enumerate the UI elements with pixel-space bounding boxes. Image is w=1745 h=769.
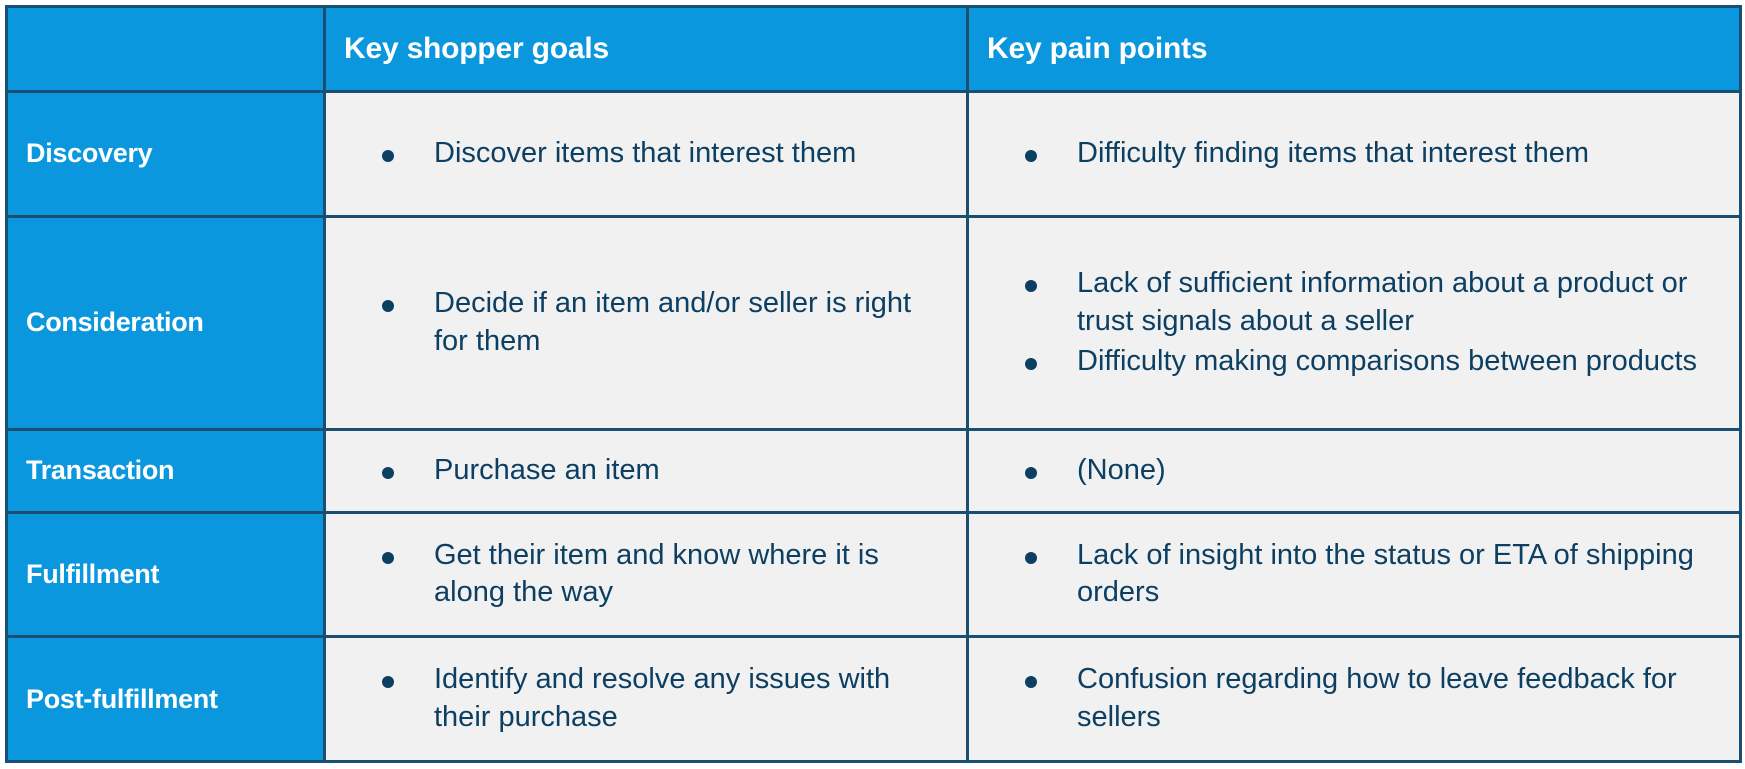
stage-cell-discovery: Discovery	[5, 89, 326, 218]
list-item-text: Get their item and know where it is alon…	[434, 538, 879, 609]
table-header-row: Key shopper goals Key pain points	[5, 5, 1742, 93]
table-row: Transaction Purchase an item (None)	[5, 427, 1742, 514]
goals-list: Discover items that interest them	[326, 135, 966, 173]
bullet-icon	[1025, 466, 1037, 479]
pains-cell-fulfillment: Lack of insight into the status or ETA o…	[966, 510, 1742, 639]
list-item-text: Decide if an item and/or seller is right…	[434, 287, 912, 357]
list-item: Difficulty making comparisons between pr…	[1015, 343, 1725, 381]
table-row: Post-fulfillment Identify and resolve an…	[5, 635, 1742, 763]
list-item-text: Lack of sufficient information about a p…	[1077, 267, 1688, 337]
list-item: Get their item and know where it is alon…	[372, 537, 952, 612]
stage-cell-consideration: Consideration	[5, 214, 326, 431]
goals-cell-discovery: Discover items that interest them	[323, 89, 969, 218]
pains-cell-transaction: (None)	[966, 427, 1742, 514]
header-cell-blank	[5, 5, 326, 93]
bullet-icon	[1025, 150, 1037, 162]
stage-label: Fulfillment	[26, 558, 160, 589]
goals-list: Get their item and know where it is alon…	[326, 537, 966, 612]
pains-cell-consideration: Lack of sufficient information about a p…	[966, 214, 1742, 431]
goals-list: Identify and resolve any issues with the…	[326, 661, 966, 736]
bullet-icon	[1025, 676, 1037, 689]
list-item: Identify and resolve any issues with the…	[372, 661, 952, 736]
list-item-text: Difficulty finding items that interest t…	[1077, 137, 1590, 169]
stage-label: Post-fulfillment	[26, 683, 218, 714]
list-item: Decide if an item and/or seller is right…	[372, 285, 952, 360]
list-item-text: Identify and resolve any issues with the…	[434, 663, 891, 734]
list-item-text: Purchase an item	[434, 453, 660, 486]
stage-label: Transaction	[26, 455, 175, 486]
goals-list: Purchase an item	[326, 452, 966, 490]
list-item: Difficulty finding items that interest t…	[1015, 135, 1725, 173]
table-row: Consideration Decide if an item and/or s…	[5, 214, 1742, 431]
header-cell-goals: Key shopper goals	[323, 5, 969, 93]
stage-cell-transaction: Transaction	[5, 427, 326, 514]
pains-list: Lack of insight into the status or ETA o…	[969, 537, 1739, 612]
list-item: Purchase an item	[372, 452, 952, 490]
bullet-icon	[382, 150, 394, 162]
bullet-icon	[1025, 551, 1037, 564]
list-item: Lack of insight into the status or ETA o…	[1015, 537, 1725, 612]
list-item-text: Difficulty making comparisons between pr…	[1077, 344, 1698, 377]
list-item-text: (None)	[1077, 453, 1166, 486]
list-item: Confusion regarding how to leave feedbac…	[1015, 661, 1725, 736]
stage-label: Consideration	[26, 307, 204, 338]
goals-list: Decide if an item and/or seller is right…	[326, 285, 966, 360]
header-label-goals: Key shopper goals	[344, 31, 610, 65]
goals-cell-transaction: Purchase an item	[323, 427, 969, 514]
list-item: Discover items that interest them	[372, 135, 952, 173]
goals-cell-consideration: Decide if an item and/or seller is right…	[323, 214, 969, 431]
list-item: (None)	[1015, 452, 1725, 490]
pains-list: Difficulty finding items that interest t…	[969, 135, 1739, 173]
list-item: Lack of sufficient information about a p…	[1015, 265, 1725, 340]
shopper-journey-table: Key shopper goals Key pain points Discov…	[5, 5, 1742, 763]
list-item-text: Lack of insight into the status or ETA o…	[1077, 538, 1694, 609]
table-row: Fulfillment Get their item and know wher…	[5, 510, 1742, 639]
goals-cell-fulfillment: Get their item and know where it is alon…	[323, 510, 969, 639]
bullet-icon	[1025, 357, 1037, 370]
bullet-icon	[382, 300, 394, 313]
stage-cell-post-fulfillment: Post-fulfillment	[5, 635, 326, 763]
pains-cell-post-fulfillment: Confusion regarding how to leave feedbac…	[966, 635, 1742, 763]
list-item-text: Confusion regarding how to leave feedbac…	[1077, 663, 1677, 734]
bullet-icon	[382, 676, 394, 689]
stage-label: Discovery	[26, 138, 153, 169]
pains-list: (None)	[969, 452, 1739, 490]
pains-list: Confusion regarding how to leave feedbac…	[969, 661, 1739, 736]
header-cell-pains: Key pain points	[966, 5, 1742, 93]
pains-cell-discovery: Difficulty finding items that interest t…	[966, 89, 1742, 218]
bullet-icon	[382, 551, 394, 564]
bullet-icon	[382, 466, 394, 479]
goals-cell-post-fulfillment: Identify and resolve any issues with the…	[323, 635, 969, 763]
pains-list: Lack of sufficient information about a p…	[969, 265, 1739, 380]
list-item-text: Discover items that interest them	[434, 137, 857, 169]
table-row: Discovery Discover items that interest t…	[5, 89, 1742, 218]
stage-cell-fulfillment: Fulfillment	[5, 510, 326, 639]
header-label-pains: Key pain points	[987, 31, 1208, 65]
bullet-icon	[1025, 280, 1037, 293]
